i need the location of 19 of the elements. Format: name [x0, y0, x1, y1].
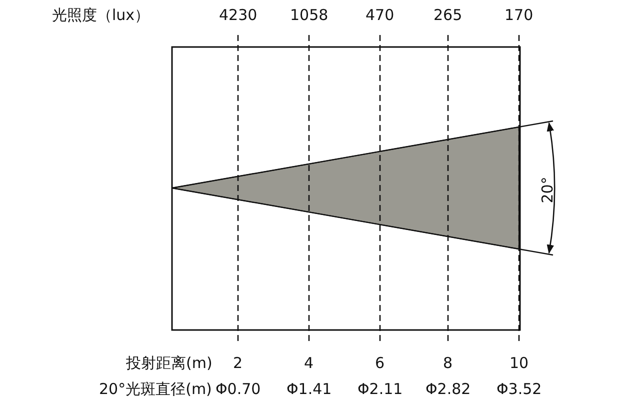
distance-value: 10 — [510, 354, 529, 372]
diameter-value: Φ1.41 — [286, 380, 332, 398]
illuminance-value: 1058 — [290, 6, 328, 24]
illuminance-value: 265 — [434, 6, 462, 24]
row-label: 投射距离(m) — [126, 354, 212, 372]
diameter-value: Φ2.82 — [426, 380, 471, 398]
diameter-value: Φ3.52 — [496, 380, 542, 398]
header-label: 光照度（lux） — [52, 6, 150, 24]
diameter-value: Φ0.70 — [216, 380, 261, 398]
distance-value: 4 — [304, 354, 314, 372]
angle-label: 20° — [538, 176, 556, 204]
illuminance-value: 4230 — [219, 6, 258, 24]
distance-value: 6 — [375, 354, 385, 372]
illuminance-value: 470 — [366, 6, 394, 24]
diameter-value: Φ2.11 — [358, 380, 403, 398]
distance-value: 8 — [443, 354, 453, 372]
illuminance-value: 170 — [504, 6, 534, 24]
row-label: 20°光斑直径(m) — [99, 380, 212, 398]
distance-value: 2 — [233, 354, 243, 372]
